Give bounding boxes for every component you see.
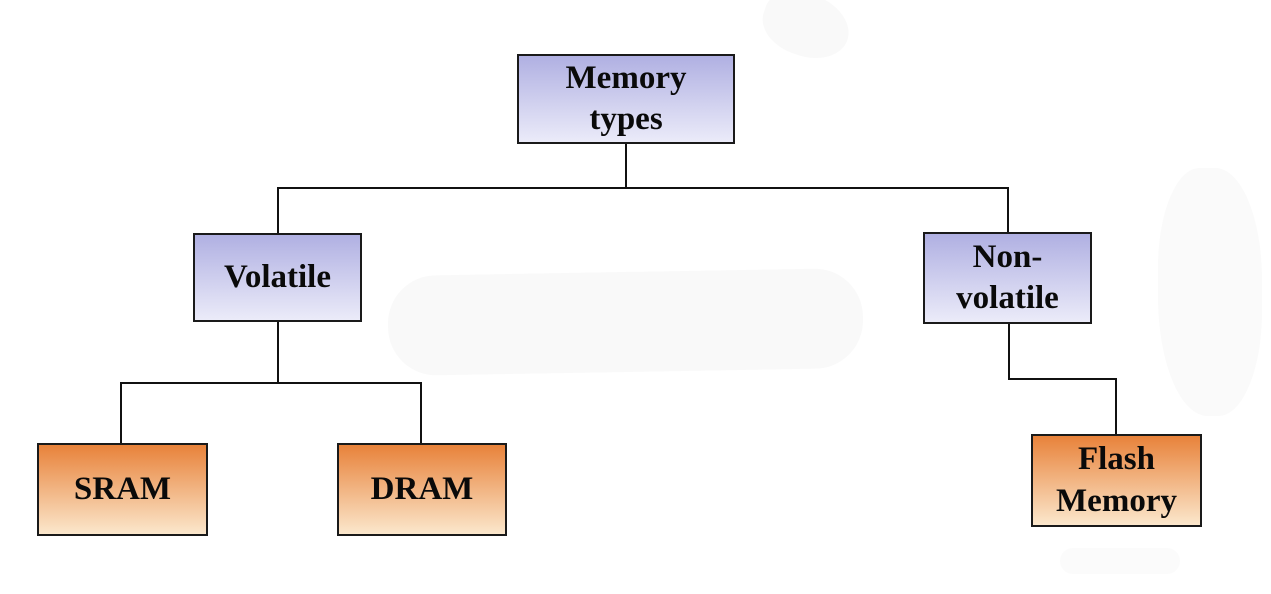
node-label-line: volatile (956, 280, 1059, 316)
node-label-line: Volatile (224, 258, 331, 295)
node-label-line: Memory (565, 59, 687, 96)
scan-artifact (1158, 168, 1262, 416)
connector-level1-bus (277, 187, 1009, 189)
node-non-volatile: Non- volatile (923, 232, 1092, 324)
node-label-line: Memory (1056, 482, 1177, 519)
scan-artifact (387, 267, 864, 377)
connector-flash-shelf (1008, 378, 1117, 380)
connector-dram-drop (420, 382, 422, 444)
connector-level2-bus (120, 382, 422, 384)
node-flash-memory: Flash Memory (1031, 434, 1202, 527)
connector-volatile-drop (277, 187, 279, 234)
node-label-line: Flash (1077, 441, 1156, 478)
connector-sram-drop (120, 382, 122, 444)
connector-nonvolatile-drop (1007, 187, 1009, 233)
connector-nonvolatile-stem (1008, 323, 1010, 380)
node-label-line: types (589, 101, 663, 137)
node-label-line: Non- (972, 238, 1043, 275)
node-sram: SRAM (37, 443, 208, 536)
connector-root-stem (625, 144, 627, 189)
node-label-line: SRAM (73, 470, 172, 507)
connector-flash-drop (1115, 378, 1117, 436)
node-dram: DRAM (337, 443, 507, 536)
scan-artifact (1060, 548, 1180, 574)
scan-artifact (754, 0, 858, 69)
node-label-line: DRAM (370, 470, 474, 507)
node-memory-types: Memory types (517, 54, 735, 144)
node-volatile: Volatile (193, 233, 362, 322)
connector-volatile-stem (277, 321, 279, 384)
